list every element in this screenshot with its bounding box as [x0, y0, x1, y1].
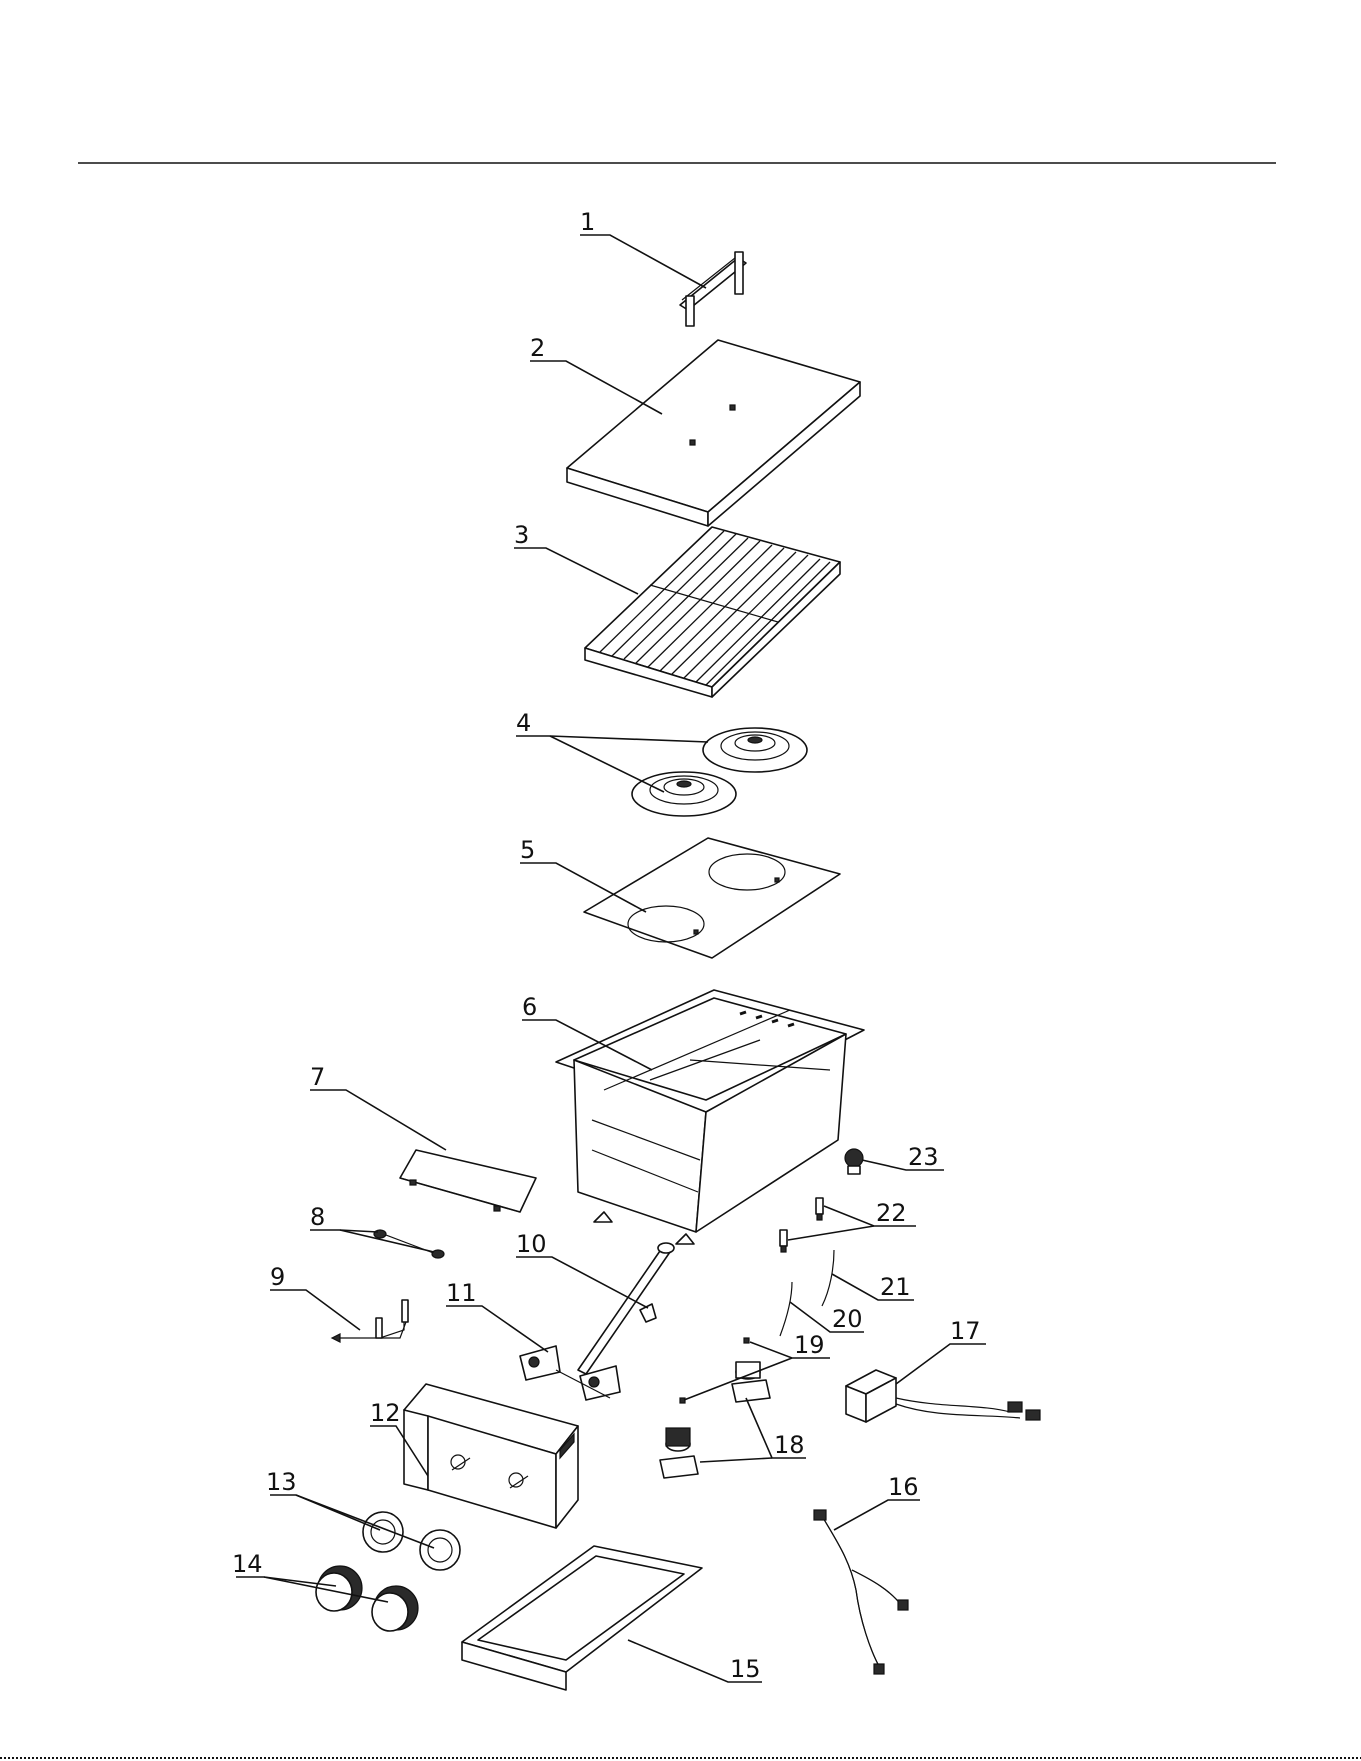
callout-3: 3: [514, 521, 529, 549]
callout-12: 12: [370, 1399, 401, 1427]
callout-13: 13: [266, 1468, 297, 1496]
part-20-wire: [780, 1282, 792, 1336]
part-10-manifold: [578, 1243, 674, 1374]
part-7-panel: [400, 1150, 536, 1212]
callout-9: 9: [270, 1263, 285, 1291]
callout-18: 18: [774, 1431, 805, 1459]
callout-19: 19: [794, 1331, 825, 1359]
part-1-handle: [680, 252, 746, 326]
part-12-control-panel: [404, 1384, 578, 1528]
callout-labels: 1 2 3 4 5 6 7 8 9 10 11 12 13 14 15 16 1…: [232, 208, 981, 1683]
callout-20: 20: [832, 1305, 863, 1333]
callout-22: 22: [876, 1199, 907, 1227]
part-15-drip-tray: [462, 1546, 702, 1690]
callout-6: 6: [522, 993, 537, 1021]
callout-14: 14: [232, 1550, 263, 1578]
callout-11: 11: [446, 1279, 477, 1307]
part-8-clips: [374, 1230, 444, 1258]
callout-2: 2: [530, 334, 545, 362]
part-23-fitting: [845, 1149, 863, 1174]
callout-7: 7: [310, 1063, 325, 1091]
callout-10: 10: [516, 1230, 547, 1258]
callout-21: 21: [880, 1273, 911, 1301]
part-9-wire: [332, 1300, 408, 1342]
part-21-wire: [822, 1250, 834, 1306]
part-16-gas-hose: [814, 1510, 908, 1674]
callout-5: 5: [520, 836, 535, 864]
callout-4: 4: [516, 709, 531, 737]
callout-16: 16: [888, 1473, 919, 1501]
part-11-valves: [520, 1346, 620, 1400]
callout-17: 17: [950, 1317, 981, 1345]
part-2-lid: [567, 340, 860, 526]
part-3-cooking-grate: [585, 527, 840, 697]
callout-8: 8: [310, 1203, 325, 1231]
part-4-burners: [632, 728, 807, 816]
part-13-bezels: [363, 1512, 460, 1570]
part-17-ignition-module: [846, 1370, 1040, 1422]
callout-15: 15: [730, 1655, 761, 1683]
part-22-electrodes: [780, 1198, 823, 1252]
part-5-heat-plate: [584, 838, 840, 958]
callout-23: 23: [908, 1143, 939, 1171]
callout-1: 1: [580, 208, 595, 236]
